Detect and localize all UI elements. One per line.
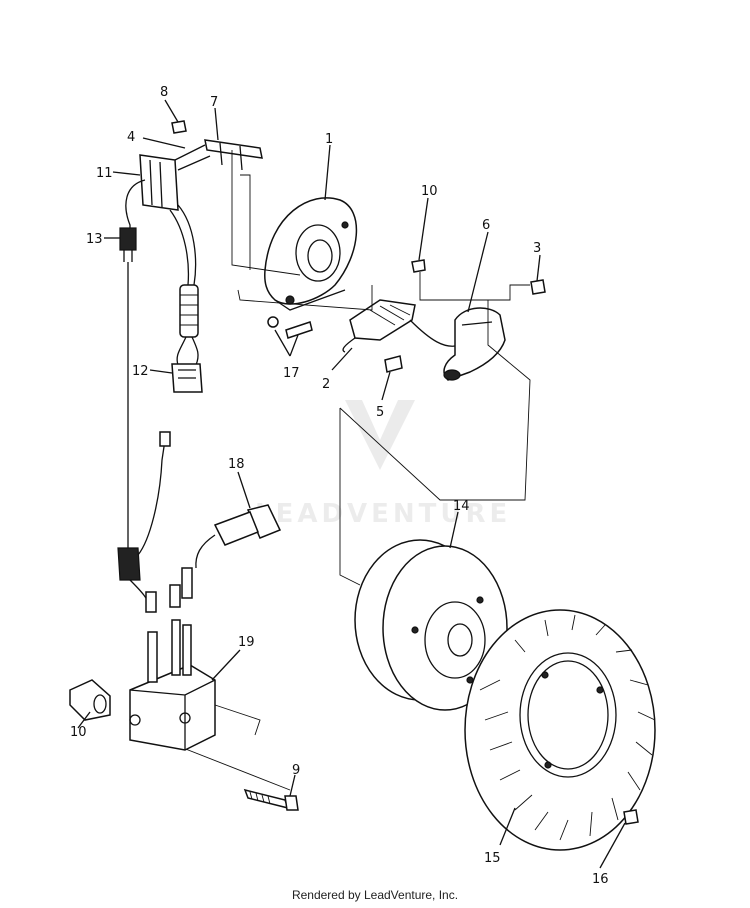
screw-8 bbox=[171, 120, 187, 134]
callout-14: 14 bbox=[453, 499, 470, 514]
callout-1: 1 bbox=[325, 132, 333, 147]
screw-16 bbox=[623, 809, 639, 825]
callout-16: 16 bbox=[592, 872, 609, 887]
screw-3 bbox=[530, 279, 546, 295]
pulser-coil bbox=[342, 299, 461, 353]
callout-13: 13 bbox=[86, 232, 103, 247]
callout-19: 19 bbox=[238, 635, 255, 650]
leader-lines bbox=[77, 99, 626, 869]
screw-10-top bbox=[411, 259, 426, 273]
callout-11: 11 bbox=[96, 166, 113, 181]
watermark-text: LEADVENTURE bbox=[255, 499, 511, 529]
callout-18: 18 bbox=[228, 457, 245, 472]
callout-10-bottom: 10 bbox=[70, 725, 87, 740]
callout-12: 12 bbox=[132, 364, 149, 379]
collar-10-bottom bbox=[69, 679, 111, 721]
stator-base-plate bbox=[264, 197, 358, 311]
callout-5: 5 bbox=[376, 405, 384, 420]
callout-2: 2 bbox=[322, 377, 330, 392]
ignition-coil bbox=[129, 567, 216, 751]
callout-15: 15 bbox=[484, 851, 501, 866]
charge-coil bbox=[443, 307, 506, 381]
callout-4: 4 bbox=[127, 130, 135, 145]
cooling-fan bbox=[464, 609, 656, 851]
callout-17: 17 bbox=[283, 366, 300, 381]
watermark-logo bbox=[345, 400, 415, 470]
wire-harness bbox=[117, 139, 263, 613]
bolt-9 bbox=[243, 788, 299, 811]
callout-3: 3 bbox=[533, 241, 541, 256]
callout-7: 7 bbox=[210, 95, 218, 110]
screws-17 bbox=[267, 316, 313, 339]
callout-9: 9 bbox=[292, 763, 300, 778]
callout-6: 6 bbox=[482, 218, 490, 233]
screw-5 bbox=[384, 355, 403, 373]
footer-credit: Rendered by LeadVenture, Inc. bbox=[291, 888, 459, 902]
flywheel-rotor bbox=[354, 539, 508, 711]
spark-plug-cap bbox=[195, 504, 282, 569]
callout-10-top: 10 bbox=[421, 184, 438, 199]
callout-8: 8 bbox=[160, 85, 168, 100]
